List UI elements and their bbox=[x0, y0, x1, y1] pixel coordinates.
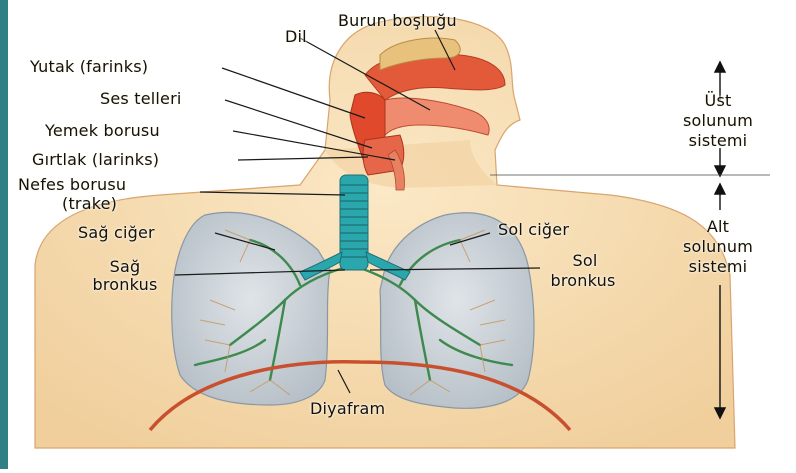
label-sag-bronkus-2: bronkus bbox=[82, 276, 168, 294]
label-nefes-borusu: Nefes borusu bbox=[18, 176, 126, 194]
label-alt-3: sistemi bbox=[668, 258, 768, 276]
left-frame-bar bbox=[0, 0, 8, 469]
label-sag-ciger: Sağ ciğer bbox=[78, 224, 155, 242]
label-sol-bronkus-2: bronkus bbox=[540, 272, 626, 290]
label-sag-bronkus-1: Sağ bbox=[90, 258, 160, 276]
label-girtlak: Gırtlak (larinks) bbox=[32, 151, 159, 169]
left-lung bbox=[380, 213, 534, 409]
label-yutak: Yutak (farinks) bbox=[30, 58, 148, 76]
label-dil: Dil bbox=[285, 28, 307, 46]
label-burun-boslugu: Burun boşluğu bbox=[338, 12, 457, 30]
label-alt-1: Alt bbox=[668, 218, 768, 236]
label-ust-2: solunum bbox=[668, 112, 768, 130]
label-diyafram: Diyafram bbox=[310, 400, 385, 418]
label-ust-3: sistemi bbox=[668, 132, 768, 150]
label-sol-ciger: Sol ciğer bbox=[498, 221, 569, 239]
label-ses-telleri: Ses telleri bbox=[100, 90, 182, 108]
label-yemek-borusu: Yemek borusu bbox=[45, 122, 160, 140]
label-alt-2: solunum bbox=[668, 238, 768, 256]
label-sol-bronkus-1: Sol bbox=[555, 252, 615, 270]
label-trake: (trake) bbox=[62, 195, 117, 213]
label-ust-1: Üst bbox=[668, 92, 768, 110]
